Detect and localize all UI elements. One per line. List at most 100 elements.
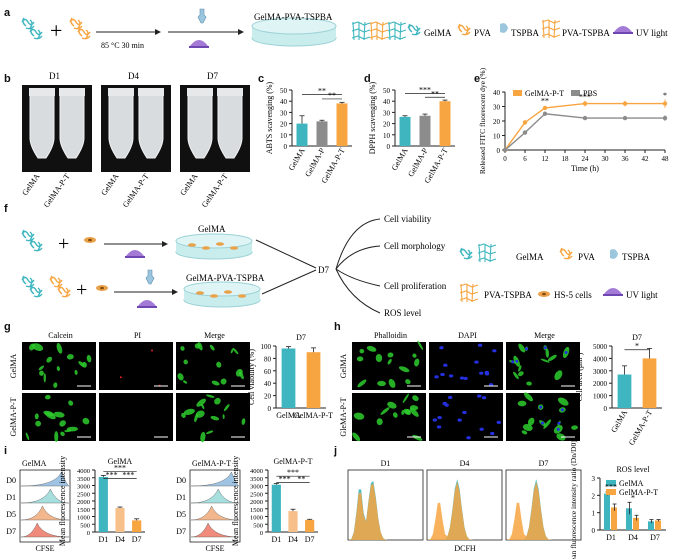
cell-signal [417, 340, 424, 351]
cell-signal [380, 407, 390, 415]
row-label: GelMA [339, 354, 348, 379]
cell-signal [412, 395, 419, 402]
y-tick-label: 0 [87, 530, 90, 537]
x-tick-label: D4 [115, 535, 125, 544]
y-tick-label: 500 [253, 522, 263, 529]
tube [138, 93, 164, 159]
day-label: D7 [176, 527, 186, 536]
group-title: GelMA-P-T [192, 459, 231, 468]
cell-signal [32, 343, 44, 351]
nucleus [560, 408, 564, 412]
y-tick-label: 0 [387, 143, 391, 151]
cell-signal [412, 353, 417, 358]
legend-tspba: TSPBA [622, 252, 651, 262]
nucleus [447, 395, 453, 400]
cell-signal [414, 358, 420, 367]
cell-signal [46, 356, 53, 363]
x-tick-label: 36 [622, 155, 630, 163]
crosslinked-network-icon [387, 21, 407, 41]
y-axis-label: Cell area (μm²) [575, 352, 584, 401]
chart-title: ROS level [616, 465, 650, 474]
column-label: Merge [534, 331, 555, 340]
x-tick-label: GelMA [276, 411, 301, 420]
y-tick-label: 5000 [593, 343, 608, 351]
histogram-frame [19, 469, 71, 543]
crosslinked-network-icon [351, 21, 371, 41]
uv-light-legend-icon [613, 26, 633, 34]
cell-signal [214, 397, 221, 405]
x-tick-label: 12 [542, 155, 550, 163]
cell-signal [557, 397, 569, 406]
gelma-icon [29, 239, 43, 252]
branch-line [335, 268, 381, 314]
tube-label: GelMA-P-T [42, 172, 72, 209]
bar [399, 116, 411, 146]
gelma-legend-icon [407, 23, 421, 36]
y-tick-label: 2000 [250, 499, 263, 506]
row-label-gelma: GelMA [198, 224, 226, 234]
bar [336, 103, 348, 146]
x-tick-label: D1 [98, 535, 108, 544]
y-tick-label: 30 [493, 104, 501, 112]
gelma-icon [21, 17, 35, 30]
bar [603, 493, 610, 530]
gelma-legend-icon [459, 247, 473, 260]
branch-line [335, 245, 381, 270]
x-tick-label: D4 [628, 533, 638, 542]
hs5-cell-icon [96, 285, 108, 291]
data-point [582, 101, 588, 106]
cell-signal [60, 431, 65, 436]
panel-letter-e: e [474, 73, 480, 85]
y-tick-label: 4000 [593, 355, 608, 363]
bar [625, 508, 632, 530]
bar [288, 511, 298, 532]
cell-signal [86, 354, 92, 363]
cell-signal [74, 369, 78, 375]
column-label: Calcein [48, 331, 72, 340]
cell-signal [183, 408, 195, 415]
pva-icon [77, 27, 91, 40]
day-label: D5 [176, 510, 186, 519]
cell-signal [571, 425, 578, 430]
bar [281, 348, 296, 408]
legend-label: PBS [583, 89, 597, 98]
micrograph [352, 393, 426, 441]
legend-gelma: GelMA [424, 28, 452, 38]
y-tick-label: 2000 [77, 499, 90, 506]
histogram-curve [190, 505, 240, 521]
cell-signal [220, 378, 227, 385]
cell-signal [216, 361, 222, 368]
x-tick-label: D7 [132, 535, 142, 544]
data-point [502, 147, 508, 153]
bar [296, 123, 308, 146]
cell-signal [353, 412, 365, 420]
y-tick-label: 1 [592, 510, 596, 518]
column-label: Merge [204, 331, 225, 340]
cell-signal [517, 400, 527, 407]
y-tick-label: 10 [280, 132, 288, 140]
significance-label: ** [328, 91, 336, 100]
histogram-curve [20, 505, 70, 521]
significance-label: *** [114, 464, 126, 473]
tube-cap [29, 88, 55, 96]
bar [115, 507, 125, 532]
histogram-frame [189, 469, 241, 543]
cell-signal [209, 344, 215, 351]
nucleus [443, 363, 448, 367]
x-tick-label: D7 [650, 533, 660, 542]
day-label: D1 [176, 493, 186, 502]
pva-icon [69, 17, 83, 30]
y-tick-label: 10 [493, 133, 501, 141]
cell-signal [223, 404, 230, 412]
tube [187, 93, 213, 159]
y-tick-label: 0 [284, 143, 288, 151]
x-axis-label: CFSE [205, 544, 224, 553]
data-point [542, 111, 548, 116]
y-tick-label: 0 [497, 147, 501, 155]
nucleus [477, 394, 482, 398]
significance-label: * [663, 91, 667, 100]
pva-tspba-legend-icon [541, 19, 561, 39]
